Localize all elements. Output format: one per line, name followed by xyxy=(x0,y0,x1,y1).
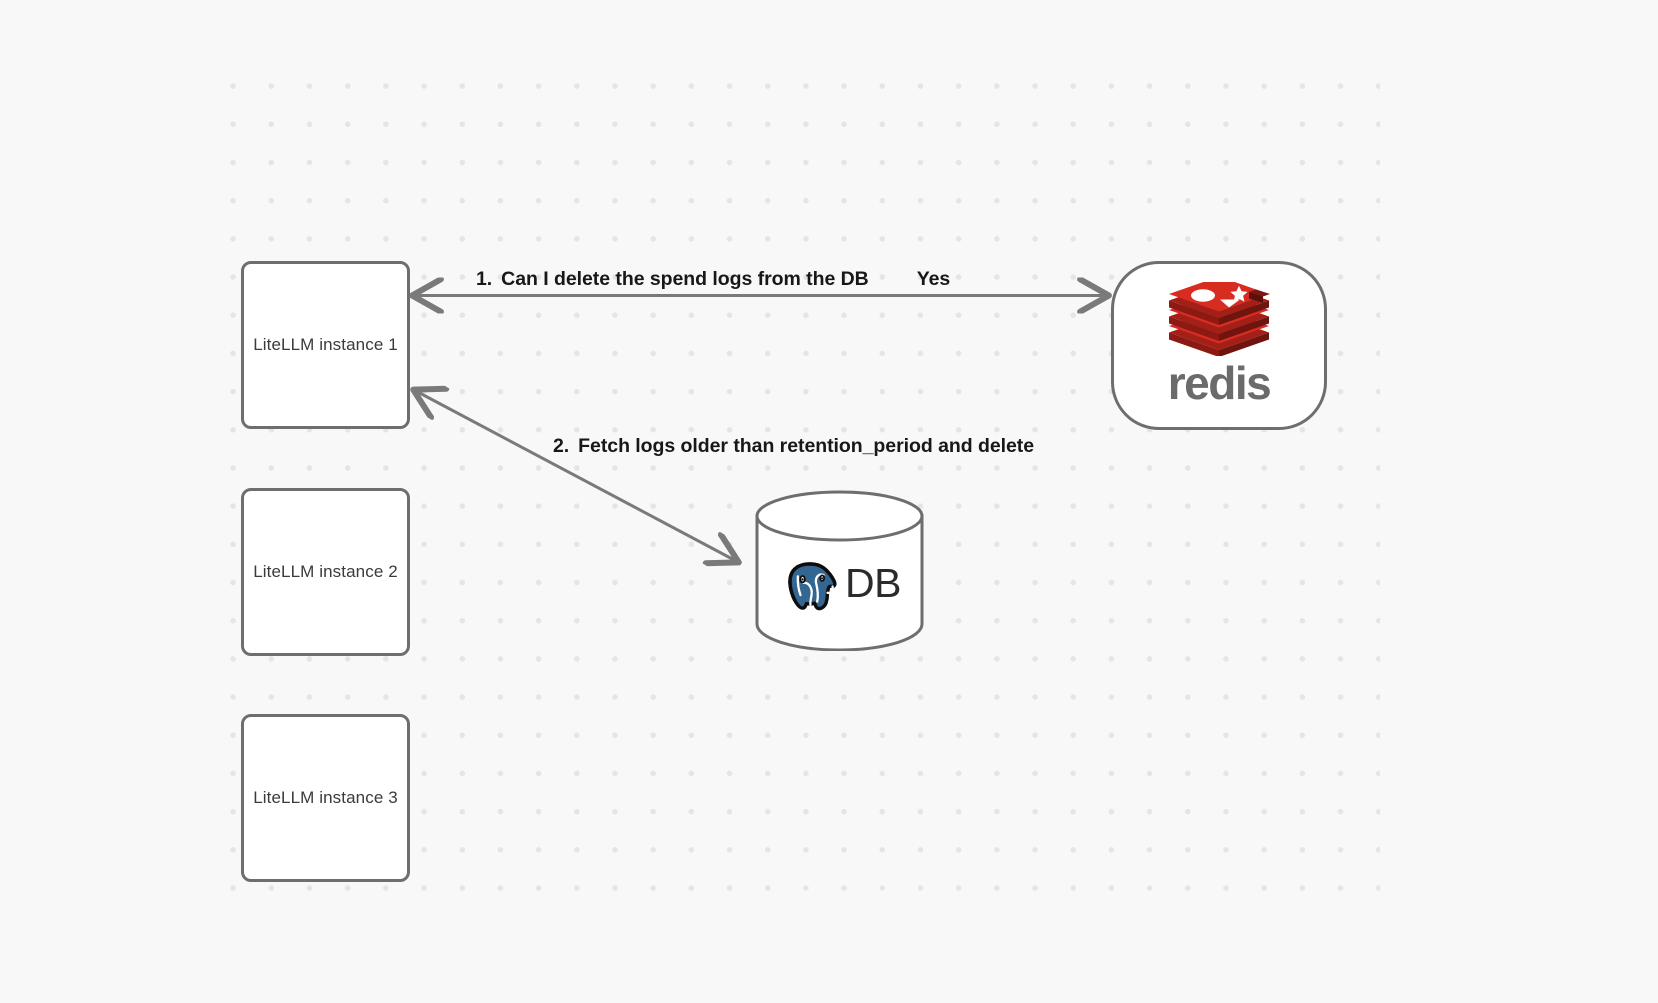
edge-2-text: Fetch logs older than retention_period a… xyxy=(578,435,1035,457)
edge-litellm1-db xyxy=(414,390,738,562)
node-litellm-instance-1[interactable]: LiteLLM instance 1 xyxy=(241,261,410,429)
redis-wordmark: redis xyxy=(1167,357,1272,410)
node-litellm-instance-2-label: LiteLLM instance 2 xyxy=(253,561,398,581)
node-litellm-instance-3-label: LiteLLM instance 3 xyxy=(253,787,398,807)
node-database[interactable]: DB xyxy=(754,489,925,651)
edge-1-question: Can I delete the spend logs from the DB xyxy=(501,268,869,290)
node-litellm-instance-1-label: LiteLLM instance 1 xyxy=(253,334,398,354)
edge-label-step-1: 1. Can I delete the spend logs from the D… xyxy=(476,268,950,291)
postgresql-elephant-icon xyxy=(778,549,844,618)
redis-cube-icon xyxy=(1165,276,1273,361)
node-litellm-instance-2[interactable]: LiteLLM instance 2 xyxy=(241,488,410,656)
edge-2-step-number: 2. xyxy=(553,435,570,457)
node-litellm-instance-3[interactable]: LiteLLM instance 3 xyxy=(241,714,410,882)
edge-1-answer: Yes xyxy=(916,268,951,290)
database-label: DB xyxy=(845,559,901,606)
edge-label-step-2: 2. Fetch logs older than retention_period… xyxy=(553,435,1034,458)
edge-1-step-number: 1. xyxy=(476,268,493,290)
node-redis[interactable]: redis xyxy=(1111,261,1327,430)
database-cylinder-shape xyxy=(755,490,924,651)
